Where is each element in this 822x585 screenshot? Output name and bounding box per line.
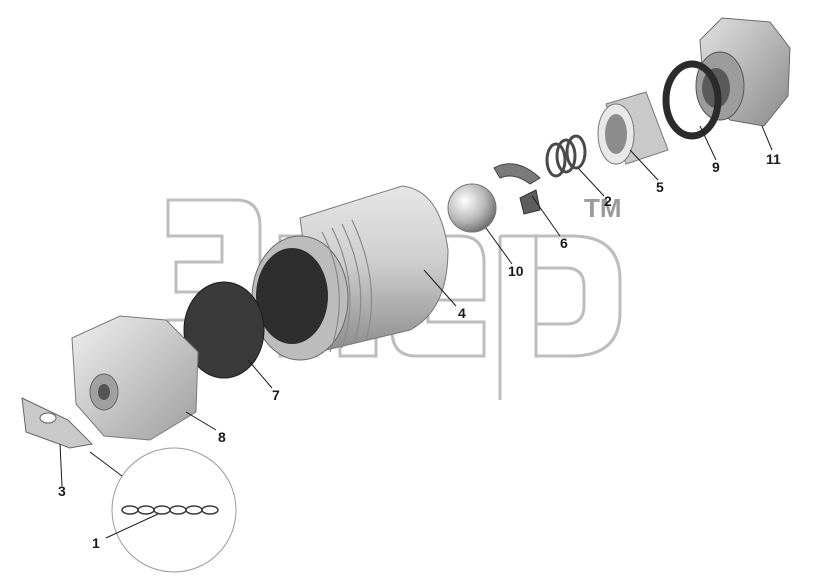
part-o-ring: [662, 60, 722, 140]
callout-8: 8: [218, 429, 226, 445]
callout-7: 7: [272, 387, 280, 403]
part-spring: [545, 134, 587, 178]
part-threaded-body: [251, 185, 449, 361]
callout-6: 6: [560, 235, 568, 251]
callout-3: 3: [58, 483, 66, 499]
part-gasket: [183, 281, 265, 379]
leader-lines: [59, 125, 773, 539]
callout-5: 5: [656, 179, 664, 195]
callout-11: 11: [766, 151, 781, 167]
callout-10: 10: [508, 263, 524, 279]
callout-4: 4: [458, 305, 466, 321]
part-tab-plate: [21, 397, 94, 449]
part-ball: [447, 183, 497, 233]
part-retainer: [493, 163, 541, 215]
part-chain: [111, 447, 237, 573]
part-cap-nut: [71, 315, 199, 441]
callout-9: 9: [712, 159, 720, 175]
part-fitting: [695, 17, 791, 127]
trademark-mark: TM: [584, 193, 622, 223]
callout-1: 1: [92, 535, 100, 551]
callout-2: 2: [604, 193, 612, 209]
part-sleeve: [597, 91, 669, 165]
